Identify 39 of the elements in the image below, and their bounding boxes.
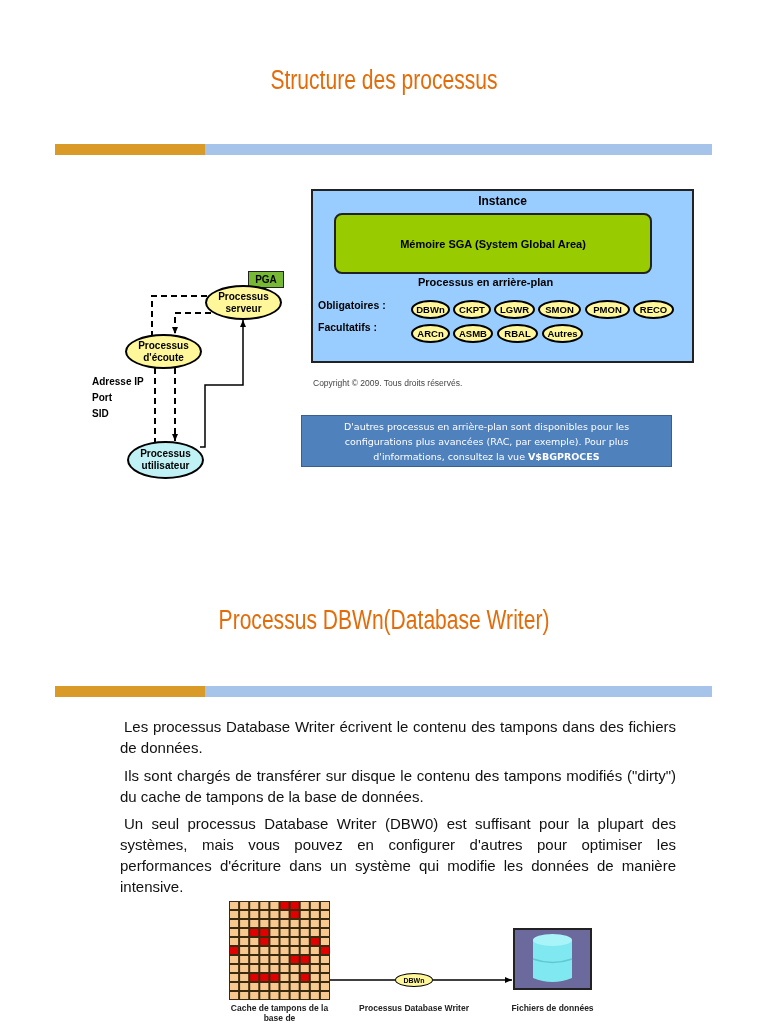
process-ellipse: PMON — [585, 300, 630, 319]
process-ellipse: ASMB — [453, 324, 493, 343]
process-ellipse: LGWR — [494, 300, 535, 319]
process-ellipse: CKPT — [453, 300, 491, 319]
copyright-note: Copyright © 2009. Tous droits réservés. — [313, 378, 463, 388]
memory-box: PGA — [248, 271, 284, 288]
note-box: D'autres processus en arrière-plan sont disponibles pour les configurations plus avancées (RAC, par exemple). Pour plus d'informations, consultez la vue V$BGPROCES — [301, 415, 672, 467]
process-ellipse: DBWn — [411, 300, 450, 319]
node-label: Fichiers de données — [510, 1003, 595, 1013]
process-ellipse: SMON — [538, 300, 581, 319]
process-ellipse: Autres — [542, 324, 583, 343]
paragraph: Les processus Database Writer écrivent le contenu des tampons dans des fichiers de données. — [120, 717, 676, 758]
connector — [199, 319, 246, 448]
slide-title: Structure des processus — [269, 65, 499, 96]
paragraph: Ils sont chargés de transférer sur disque le contenu des tampons modifiés ("dirty") du cache de tampons de la base de données. — [120, 766, 676, 807]
dashed-connector — [154, 367, 156, 443]
dashed-connector — [172, 367, 178, 442]
process-ellipse: RECO — [633, 300, 674, 319]
process-ellipse: ARCn — [411, 324, 450, 343]
slide-title: Processus DBWn(Database Writer) — [217, 605, 551, 636]
process-ellipse: RBAL — [497, 324, 538, 343]
node-label: Processus Database Writer — [359, 1003, 469, 1013]
text-label: SID — [92, 408, 109, 419]
node-label: Cache de tampons de la base de — [229, 1003, 330, 1023]
paragraph: Un seul processus Database Writer (DBW0) est suffisant pour la plupart des systèmes, mais vous pouvez en configurer d'autres pour optimiser les performances d'écriture dans un système qui modifie les données de manière intensive. — [120, 814, 676, 897]
row-label: Facultatifs : — [318, 321, 377, 333]
process-ellipse: Processus utilisateur — [127, 441, 204, 479]
text-label: Adresse IP — [92, 376, 144, 387]
memory-box: Mémoire SGA (System Global Area) — [334, 213, 652, 274]
connector — [432, 977, 513, 983]
connector — [329, 979, 396, 981]
section-heading: Processus en arrière-plan — [418, 276, 554, 288]
instance-panel — [311, 189, 694, 363]
dashed-connector — [151, 295, 208, 336]
process-ellipse: Processus d'écoute — [125, 334, 202, 369]
panel-heading: Instance — [477, 194, 528, 208]
row-label: Obligatoires : — [318, 299, 386, 311]
process-ellipse: Processus serveur — [205, 285, 282, 320]
text-label: Port — [92, 392, 112, 403]
